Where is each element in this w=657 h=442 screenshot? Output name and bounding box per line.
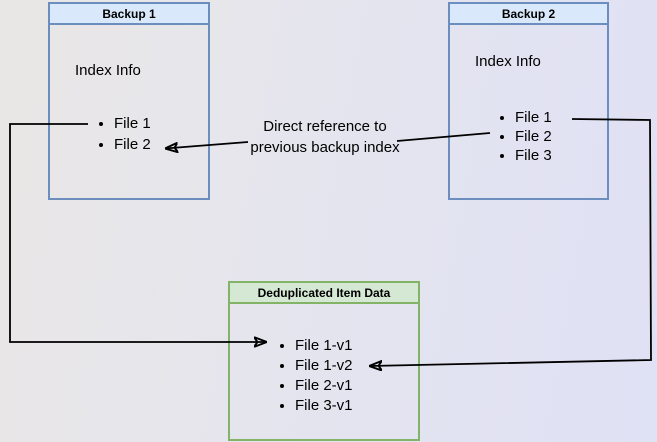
list-item: File 2-v1 (295, 376, 353, 396)
backup2-title: Backup 2 (501, 6, 556, 21)
backup1-header: Backup 1 (50, 4, 208, 25)
edge-label: Direct reference to previous backup inde… (239, 116, 411, 158)
backup1-title: Backup 1 (102, 6, 156, 21)
dedup-file-list: File 1-v1File 1-v2File 2-v1File 3-v1 (277, 336, 353, 416)
list-item: File 1-v2 (295, 356, 353, 376)
list-item: File 1 (114, 113, 151, 134)
backup2-index-info-label: Index Info (475, 53, 541, 70)
backup2-header: Backup 2 (450, 4, 607, 25)
list-item: File 3 (515, 146, 552, 165)
dedup-title: Deduplicated Item Data (257, 285, 391, 300)
list-item: File 3-v1 (295, 396, 353, 416)
backup2-file-list: File 1File 2File 3 (497, 108, 552, 165)
backup1-index-info-label: Index Info (75, 62, 141, 79)
list-item: File 2 (114, 134, 151, 155)
list-item: File 1 (515, 108, 552, 127)
list-item: File 2 (515, 127, 552, 146)
dedup-header: Deduplicated Item Data (230, 283, 418, 304)
backup1-box: Backup 1 (48, 2, 210, 200)
edge-label-line2: previous backup index (250, 139, 400, 156)
edge-label-line1: Direct reference to (263, 118, 387, 135)
backup2-box: Backup 2 (448, 2, 609, 200)
backup1-file-list: File 1File 2 (96, 113, 151, 155)
list-item: File 1-v1 (295, 336, 353, 356)
